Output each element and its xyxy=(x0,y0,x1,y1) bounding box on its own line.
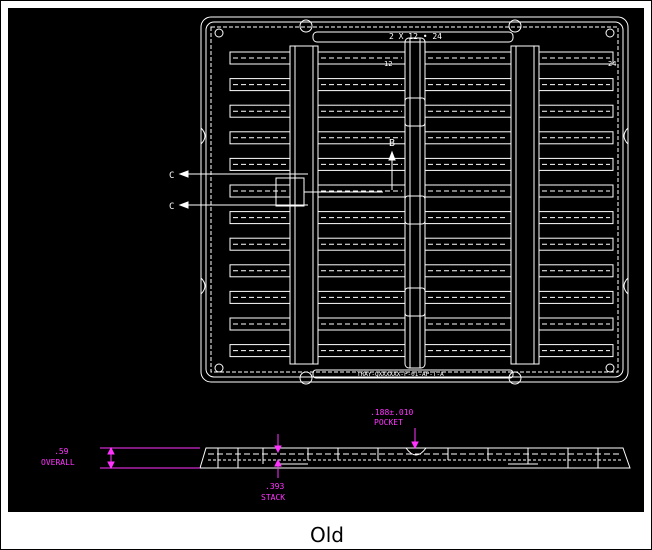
dim-overall-label: OVERALL xyxy=(41,458,75,467)
pocket-rows xyxy=(229,51,614,358)
pocket xyxy=(538,131,614,145)
dimension-lines xyxy=(100,428,419,478)
figure-caption: Old xyxy=(310,523,344,547)
pocket xyxy=(229,211,291,225)
tray-outline xyxy=(200,16,629,385)
pocket xyxy=(317,104,406,118)
pocket xyxy=(229,290,291,304)
pocket xyxy=(229,78,291,92)
section-c-label-2: C xyxy=(169,202,174,212)
pocket xyxy=(424,184,512,198)
pocket xyxy=(538,211,614,225)
pocket xyxy=(317,131,406,145)
dim-pocket-value: .188±.010 xyxy=(370,408,414,417)
pocket xyxy=(424,211,512,225)
pocket xyxy=(424,290,512,304)
section-b-marker xyxy=(388,150,396,190)
pocket xyxy=(229,264,291,278)
pocket xyxy=(424,264,512,278)
pocket xyxy=(229,317,291,331)
pocket xyxy=(538,51,614,65)
pocket xyxy=(229,237,291,251)
cad-drawing-viewport: 2 X 12 • 24 12 24 TRAY-QXXXXXX-P-01-AP-T… xyxy=(8,8,644,512)
pocket xyxy=(317,344,406,358)
pocket xyxy=(424,157,512,171)
pocket xyxy=(424,51,512,65)
pocket xyxy=(424,344,512,358)
dim-stack-label: STACK xyxy=(261,493,285,502)
section-b-label: B xyxy=(389,138,395,149)
pocket xyxy=(538,264,614,278)
pocket xyxy=(229,184,291,198)
dim-overall-value: .59 xyxy=(54,447,69,456)
section-c-markers xyxy=(178,170,383,209)
pocket xyxy=(317,184,406,198)
pocket xyxy=(317,78,406,92)
pocket xyxy=(229,104,291,118)
pocket xyxy=(424,317,512,331)
tray-drawing: 2 X 12 • 24 12 24 TRAY-QXXXXXX-P-01-AP-T… xyxy=(41,16,631,502)
pocket xyxy=(317,51,406,65)
row-label-right: 24 xyxy=(608,60,616,68)
pocket xyxy=(229,157,291,171)
pocket xyxy=(317,317,406,331)
pocket xyxy=(317,237,406,251)
tray-side-profile xyxy=(199,447,631,469)
pocket xyxy=(538,237,614,251)
pocket xyxy=(317,290,406,304)
pocket xyxy=(424,237,512,251)
pocket xyxy=(538,317,614,331)
pocket xyxy=(424,104,512,118)
pocket xyxy=(424,131,512,145)
pocket xyxy=(424,78,512,92)
dim-stack-value: .393 xyxy=(265,482,284,491)
pocket xyxy=(538,78,614,92)
pocket xyxy=(229,51,291,65)
pocket xyxy=(317,211,406,225)
pocket xyxy=(317,264,406,278)
tray-center-bars xyxy=(289,31,540,379)
pocket xyxy=(317,157,406,171)
pocket xyxy=(538,104,614,118)
row-label-left: 12 xyxy=(384,60,392,68)
pocket xyxy=(538,290,614,304)
pocket xyxy=(538,184,614,198)
part-number: TRAY-QXXXXXX-P-01-AP-T-A xyxy=(357,371,444,378)
pocket xyxy=(538,157,614,171)
tray-title: 2 X 12 • 24 xyxy=(389,32,442,41)
section-c-label-1: C xyxy=(169,171,174,181)
dim-pocket-label: POCKET xyxy=(374,418,403,427)
pocket xyxy=(229,131,291,145)
pocket xyxy=(538,344,614,358)
pocket xyxy=(229,344,291,358)
